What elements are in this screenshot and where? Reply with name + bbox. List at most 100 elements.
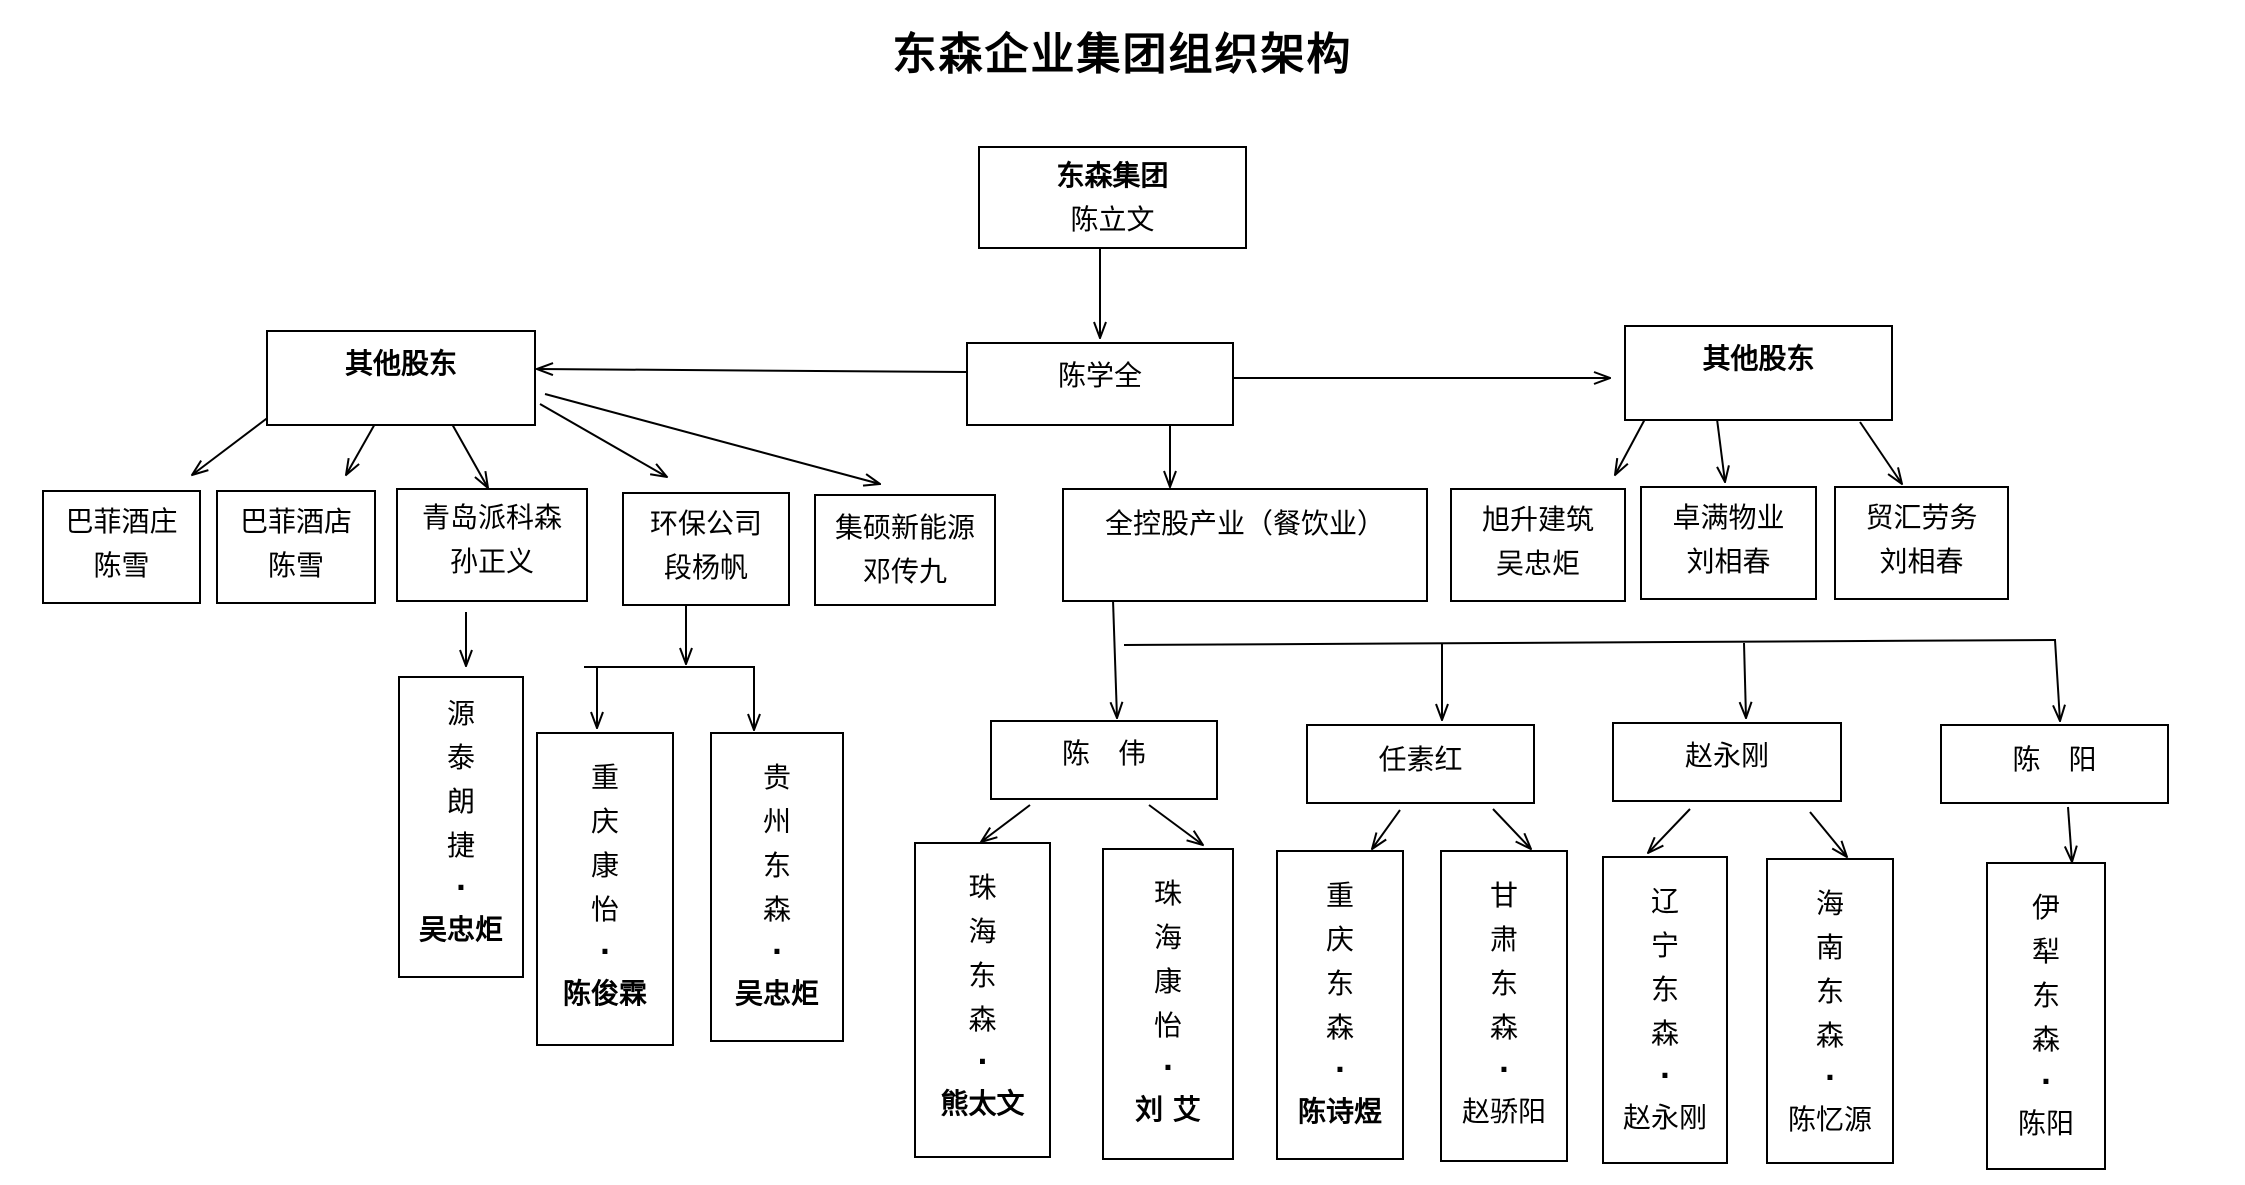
branch-char: 重 xyxy=(1325,879,1354,912)
sub-char: 朗 xyxy=(446,785,475,818)
group-box: 东森集团 陈立文 xyxy=(978,146,1247,249)
company-person: 陈雪 xyxy=(93,549,150,582)
branch-char: 珠 xyxy=(1153,877,1182,910)
link-m1-b2 xyxy=(1148,804,1203,845)
manager-name: 赵永刚 xyxy=(1684,739,1769,772)
separator-dot: · xyxy=(1162,1051,1174,1084)
right-company-box: 旭升建筑 吴忠炬 xyxy=(1450,488,1626,602)
branch-person: 刘 艾 xyxy=(1135,1093,1201,1126)
sub-char: 怡 xyxy=(590,893,619,926)
branch-box: 海 南 东 森 · 陈忆源 xyxy=(1766,858,1894,1164)
branch-box: 珠 海 康 怡 · 刘 艾 xyxy=(1102,848,1234,1160)
branch-box: 辽 宁 东 森 · 赵永刚 xyxy=(1602,856,1728,1164)
branch-char: 东 xyxy=(1489,967,1518,1000)
manager-box: 赵永刚 xyxy=(1612,722,1842,802)
group-leader: 陈立文 xyxy=(1070,203,1155,236)
branch-box: 珠 海 东 森 · 熊太文 xyxy=(914,842,1051,1158)
branch-char: 海 xyxy=(1815,887,1844,920)
chen-xuequan-name: 陈学全 xyxy=(1057,359,1142,392)
manager-name: 陈 伟 xyxy=(1061,737,1146,770)
branch-char: 森 xyxy=(2031,1023,2060,1056)
link-m3-b5 xyxy=(1648,808,1691,853)
branch-char: 海 xyxy=(1153,921,1182,954)
sub-char: 捷 xyxy=(446,829,475,862)
right-company-box: 贸汇劳务 刘相春 xyxy=(1834,486,2009,600)
company-person: 吴忠炬 xyxy=(1495,547,1580,580)
branch-person: 熊太文 xyxy=(940,1087,1025,1120)
branch-char: 森 xyxy=(1489,1011,1518,1044)
branch-char: 庆 xyxy=(1325,923,1354,956)
link-ls-c1 xyxy=(192,415,271,475)
company-person: 段杨帆 xyxy=(663,551,748,584)
branch-box: 甘 肃 东 森 · 赵骄阳 xyxy=(1440,850,1568,1162)
company-name: 巴菲酒庄 xyxy=(65,505,178,538)
branch-person: 陈忆源 xyxy=(1787,1103,1872,1136)
branch-char: 犁 xyxy=(2031,935,2060,968)
branch-char: 辽 xyxy=(1650,885,1679,918)
company-name: 青岛派科森 xyxy=(421,501,562,534)
branch-char: 海 xyxy=(968,915,997,948)
sub-char: 康 xyxy=(590,849,619,882)
branch-char: 甘 xyxy=(1489,879,1518,912)
separator-dot: · xyxy=(1824,1061,1836,1094)
link-ls-c2 xyxy=(346,421,377,475)
sub-char: 贵 xyxy=(762,761,791,794)
page-title: 东森企业集团组织架构 xyxy=(892,29,1353,80)
company-name: 集硕新能源 xyxy=(834,511,975,544)
company-name: 旭升建筑 xyxy=(1481,503,1594,536)
link-m4-b7 xyxy=(2068,806,2072,862)
branch-char: 东 xyxy=(1325,967,1354,1000)
subsidiary-box: 重 庆 康 怡 · 陈俊霖 xyxy=(536,732,674,1046)
sub-char: 东 xyxy=(762,849,791,882)
separator-dot: · xyxy=(977,1045,988,1078)
branch-char: 南 xyxy=(1815,931,1844,964)
link-holding-stem xyxy=(1113,599,1117,718)
link-rs-c1 xyxy=(1615,418,1646,475)
left-company-box: 环保公司 段杨帆 xyxy=(622,492,790,606)
other-shareholders-right-box: 其他股东 xyxy=(1624,325,1893,421)
link-holding-m3 xyxy=(1744,642,1746,718)
link-ls-c5 xyxy=(544,393,880,484)
company-name: 巴菲酒店 xyxy=(239,505,352,538)
branch-person: 赵永刚 xyxy=(1622,1101,1707,1134)
sub-person: 陈俊霖 xyxy=(562,977,647,1010)
branch-person: 陈阳 xyxy=(2017,1107,2074,1140)
other-shareholders-left-label: 其他股东 xyxy=(344,347,457,380)
branch-person: 陈诗煜 xyxy=(1297,1095,1382,1128)
manager-box: 任素红 xyxy=(1306,724,1535,804)
branch-char: 森 xyxy=(968,1003,997,1036)
left-company-box: 巴菲酒庄 陈雪 xyxy=(42,490,201,604)
sub-char: 源 xyxy=(446,697,475,730)
sub-person: 吴忠炬 xyxy=(418,913,503,946)
link-chen-left-shareholders xyxy=(537,369,967,372)
company-person: 孙正义 xyxy=(449,545,534,578)
company-name: 贸汇劳务 xyxy=(1865,501,1978,534)
link-m2-b3 xyxy=(1372,809,1401,849)
link-ls-c3 xyxy=(451,423,488,488)
company-person: 刘相春 xyxy=(1686,545,1771,578)
separator-dot: · xyxy=(599,935,611,968)
branch-char: 宁 xyxy=(1650,929,1679,962)
sub-char: 州 xyxy=(762,805,791,838)
subsidiary-box: 贵 州 东 森 · 吴忠炬 xyxy=(710,732,844,1042)
company-name: 环保公司 xyxy=(649,507,762,540)
chen-xuequan-box: 陈学全 xyxy=(966,342,1234,426)
separator-dot: · xyxy=(1334,1053,1346,1086)
company-name: 卓满物业 xyxy=(1672,501,1785,534)
link-rs-c3 xyxy=(1859,421,1902,484)
separator-dot: · xyxy=(1498,1053,1510,1086)
branch-char: 东 xyxy=(2031,979,2060,1012)
sub-char: 森 xyxy=(762,893,791,926)
manager-box: 陈 伟 xyxy=(990,720,1218,800)
left-company-box: 青岛派科森 孙正义 xyxy=(396,488,588,602)
holding-label: 全控股产业（餐饮业） xyxy=(1104,507,1385,540)
manager-box: 陈 阳 xyxy=(1940,724,2169,804)
branch-char: 怡 xyxy=(1153,1009,1182,1042)
sub-char: 重 xyxy=(590,761,619,794)
branch-char: 东 xyxy=(968,959,997,992)
separator-dot: · xyxy=(771,935,783,968)
left-company-box: 集硕新能源 邓传九 xyxy=(814,494,996,606)
other-shareholders-left-box: 其他股东 xyxy=(266,330,536,426)
branch-box: 重 庆 东 森 · 陈诗煜 xyxy=(1276,850,1404,1160)
